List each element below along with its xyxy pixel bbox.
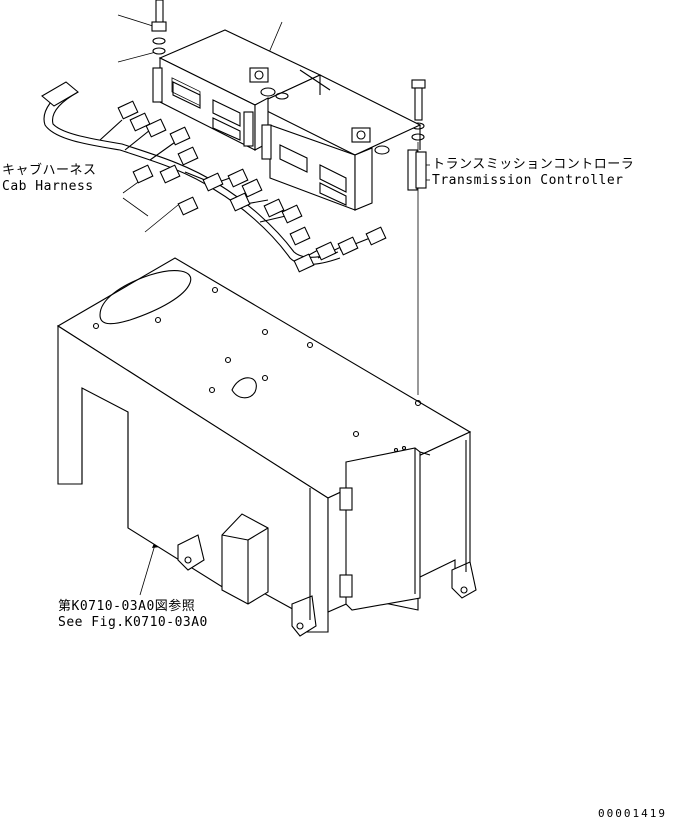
controller-label-en: Transmission Controller <box>432 173 624 188</box>
cab-harness <box>41 81 387 273</box>
cab-harness-label-jp: キャブハーネス <box>2 163 97 178</box>
controller-label-jp: トランスミッションコントローラ <box>432 157 635 172</box>
drawing-number: 00001419 <box>598 807 667 820</box>
bolt-right <box>411 79 426 395</box>
cab-harness-label-en: Cab Harness <box>2 179 94 194</box>
transmission-controller <box>152 29 427 211</box>
base-frame <box>56 257 477 637</box>
see-fig-label-en: See Fig.K0710-03A0 <box>58 615 208 630</box>
see-fig-label-jp: 第K0710-03A0図参照 <box>58 599 196 614</box>
bolt-left <box>151 0 167 55</box>
